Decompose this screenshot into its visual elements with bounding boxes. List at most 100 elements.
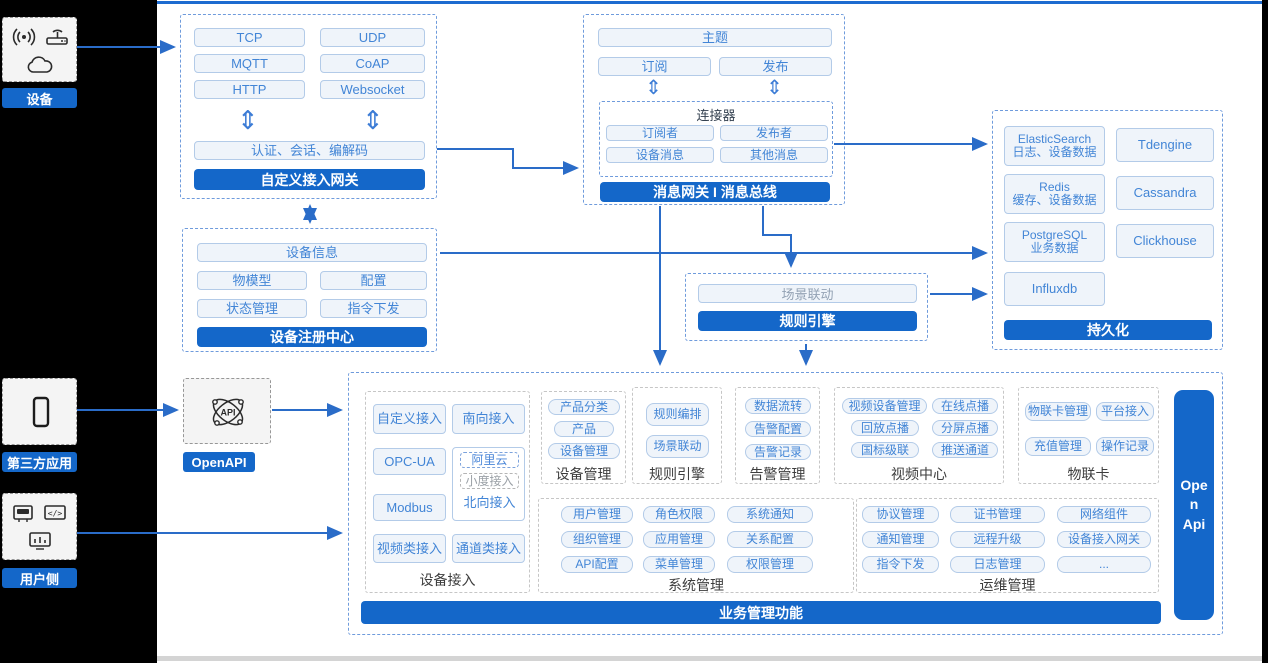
cert-mgmt-text: 证书管理 <box>973 507 1022 522</box>
remote-upgrade-text: 远程升级 <box>973 532 1022 547</box>
user-side-rail-label: 用户侧 <box>2 568 77 588</box>
custom-access-pill: 自定义接入 <box>373 404 446 434</box>
online-play-text: 在线点播 <box>940 398 989 413</box>
business-box: 自定义接入 南向接入 OPC-UA 阿里云 小度接入 北向接入 Modbus 视… <box>348 372 1223 635</box>
replay-text: 回放点播 <box>860 420 909 435</box>
connector-title: 连接器 <box>696 108 736 123</box>
other-message-pill: 其他消息 <box>720 147 828 163</box>
protocol-pill-websocket: Websocket <box>320 80 425 99</box>
third-party-rail-label: 第三方应用 <box>2 452 77 472</box>
store-name: Clickhouse <box>1133 233 1197 249</box>
split-screen-text: 分屏点播 <box>940 420 989 435</box>
product-pill: 产品 <box>554 421 614 437</box>
user-side-rail-text: 用户侧 <box>19 571 59 587</box>
store-name: Cassandra <box>1133 185 1197 201</box>
iot-card-label: 物联卡 <box>1067 466 1110 482</box>
device-mgmt-pill: 设备管理 <box>548 443 620 459</box>
message-bus-title-text: 消息网关 I 消息总线 <box>653 184 777 200</box>
system-mgmt-label: 系统管理 <box>668 577 724 593</box>
aliyun-pill: 阿里云 <box>460 452 519 468</box>
rule-engine-label: 规则引擎 <box>649 466 705 482</box>
status-mgmt-pill: 状态管理 <box>197 299 307 318</box>
perm-mgmt-text: 权限管理 <box>745 557 794 572</box>
gateway-title-bar: 自定义接入网关 <box>194 169 425 190</box>
north-access-text: 北向接入 <box>463 495 516 510</box>
updown-arrow-icon: ⇕ <box>237 105 259 135</box>
user-side-icons-box: </> <box>2 493 77 560</box>
api-atom-icon: API <box>212 398 244 426</box>
modbus-pill: Modbus <box>373 494 446 521</box>
store-name: ElasticSearch <box>1017 132 1092 147</box>
rule-engine-title-bar: 规则引擎 <box>698 311 917 331</box>
cmd-send-text: 指令下发 <box>876 557 925 572</box>
device-mgmt-label: 设备管理 <box>555 466 612 482</box>
publisher-text: 发布者 <box>755 125 792 140</box>
top-accent-line <box>157 1 1262 4</box>
store-desc: 业务数据 <box>1030 241 1079 255</box>
gb-cascade-pill: 国标级联 <box>851 442 919 458</box>
protocol-pill-coap: CoAP <box>320 54 425 73</box>
gateway-box: TCP UDP MQTT CoAP HTTP Websocket ⇕ ⇕ 认证、… <box>180 14 437 199</box>
rule-arrange-pill: 规则编排 <box>646 403 709 426</box>
video-access-pill: 视频类接入 <box>373 534 446 563</box>
device-gw-text: 设备接入网关 <box>1067 532 1140 547</box>
iot-card-mgmt-pill: 物联卡管理 <box>1025 402 1091 421</box>
app-mgmt-pill: 应用管理 <box>643 531 715 548</box>
api-config-pill: API配置 <box>561 556 633 573</box>
scene-linkage-text: 场景联动 <box>781 287 834 302</box>
store-postgresql: PostgreSQL 业务数据 <box>1004 222 1105 262</box>
video-device-mgmt-text: 视频设备管理 <box>848 398 921 413</box>
video-device-mgmt-pill: 视频设备管理 <box>842 398 927 414</box>
opcua-pill: OPC-UA <box>373 448 446 475</box>
org-mgmt-text: 组织管理 <box>572 532 621 547</box>
product-category-pill: 产品分类 <box>548 399 620 415</box>
channel-access-text: 通道类接入 <box>455 540 521 556</box>
push-channel-text: 推送通道 <box>940 442 989 457</box>
menu-mgmt-text: 菜单管理 <box>654 557 703 572</box>
store-clickhouse: Clickhouse <box>1116 224 1214 258</box>
updown-arrow-icon: ⇕ <box>645 77 662 99</box>
menu-mgmt-pill: 菜单管理 <box>643 556 715 573</box>
openapi-icon-box: API <box>183 378 271 444</box>
relation-config-text: 关系配置 <box>745 532 794 547</box>
org-mgmt-pill: 组织管理 <box>561 531 633 548</box>
message-bus-box: 主题 订阅 发布 ⇕ ⇕ 连接器 订阅者 发布者 设备消息 其他消息 消息网关 … <box>583 14 845 205</box>
topic-pill: 主题 <box>598 28 832 47</box>
thing-model-pill: 物模型 <box>197 271 307 290</box>
ellipsis-text: ... <box>1098 557 1109 572</box>
iot-card-mgmt-text: 物联卡管理 <box>1027 404 1088 419</box>
persistence-title-text: 持久化 <box>1087 322 1129 338</box>
protocol-udp-text: UDP <box>358 29 387 45</box>
user-mgmt-text: 用户管理 <box>572 507 621 522</box>
opcua-text: OPC-UA <box>384 453 435 469</box>
protocol-mqtt-text: MQTT <box>231 55 268 71</box>
notice-mgmt-pill: 通知管理 <box>862 531 939 548</box>
subscriber-pill: 订阅者 <box>606 125 714 141</box>
north-access-label: 北向接入 <box>453 496 526 510</box>
rule-engine-box: 场景联动 规则引擎 <box>685 273 928 341</box>
online-play-pill: 在线点播 <box>932 398 998 414</box>
network-comp-text: 网络组件 <box>1079 507 1128 522</box>
perm-mgmt-pill: 权限管理 <box>727 556 813 573</box>
persistence-title-bar: 持久化 <box>1004 320 1212 340</box>
role-perm-text: 角色权限 <box>654 507 703 522</box>
device-info-text: 设备信息 <box>285 244 338 260</box>
protocol-tcp-text: TCP <box>236 29 263 45</box>
publisher-pill: 发布者 <box>720 125 828 141</box>
open-api-vertical-bar: Open Api <box>1174 390 1214 620</box>
app-mgmt-text: 应用管理 <box>654 532 703 547</box>
scene-linkage-pill: 场景联动 <box>698 284 917 303</box>
status-mgmt-text: 状态管理 <box>225 300 278 316</box>
store-redis: Redis 缓存、设备数据 <box>1004 174 1105 214</box>
openapi-label: OpenAPI <box>183 452 255 472</box>
auth-session-codec-pill: 认证、会话、编解码 <box>194 141 425 160</box>
store-name: PostgreSQL <box>1021 228 1088 243</box>
section-ops-mgmt: 协议管理 证书管理 网络组件 通知管理 远程升级 设备接入网关 指令下发 日志管… <box>856 498 1159 593</box>
cmd-send-pill: 指令下发 <box>862 556 939 573</box>
operation-record-text: 操作记录 <box>1100 439 1149 454</box>
south-access-text: 南向接入 <box>462 411 515 427</box>
push-channel-pill: 推送通道 <box>932 442 998 458</box>
remote-upgrade-pill: 远程升级 <box>950 531 1045 548</box>
api-config-text: API配置 <box>575 557 619 572</box>
modbus-text: Modbus <box>386 499 433 515</box>
